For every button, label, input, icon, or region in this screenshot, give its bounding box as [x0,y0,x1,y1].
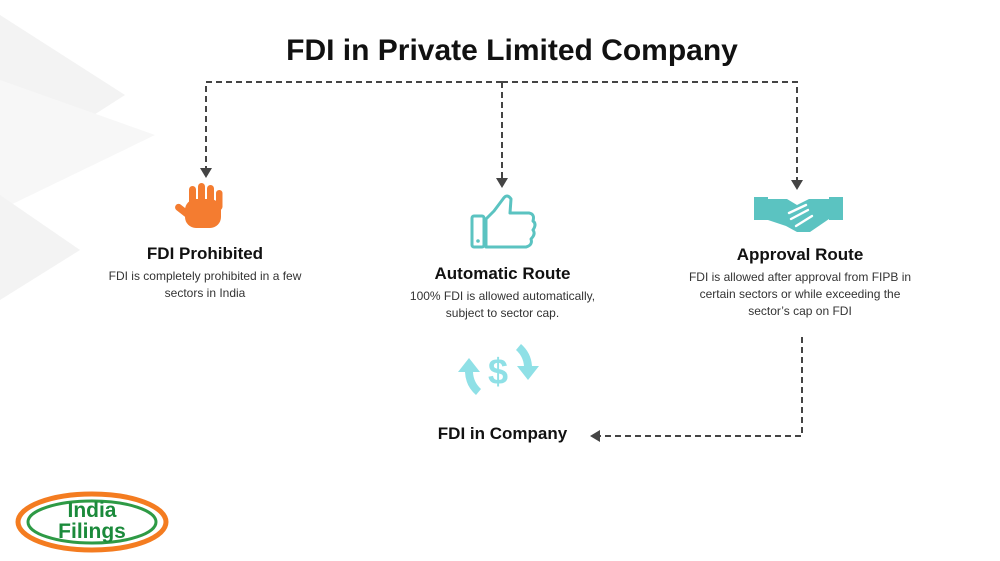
branch-heading: Approval Route [736,245,864,264]
connector-to-approval [502,81,798,180]
raised-hand-icon [175,183,223,228]
description-line: sectors in India [164,286,246,300]
thumb-cuff-dot [476,239,480,243]
svg-text:$: $ [488,351,508,392]
branch-description: FDI is allowed after approval from FIPB … [650,269,950,320]
description-line: sector’s cap on FDI [748,304,852,318]
branch-description: 100% FDI is allowed automatically, subje… [360,288,645,322]
arrowhead-prohibited [200,168,212,178]
connector-to-prohibited [205,81,502,168]
dollar-cycle-icon: $ [458,344,539,395]
arrowhead-company [590,430,600,442]
branch-approval-route: Approval Route FDI is allowed after appr… [650,245,950,320]
india-filings-logo: India Filings [14,491,170,553]
connector-approval-to-company [600,337,803,437]
logo-text-line2: Filings [58,520,126,543]
branch-description: FDI is completely prohibited in a few se… [60,268,350,302]
description-line: 100% FDI is allowed automatically, [409,289,596,303]
branch-heading: FDI Prohibited [146,244,264,263]
logo-text-line1: India [67,499,117,522]
arrowhead-automatic [496,178,508,188]
handshake-icon [754,197,843,232]
branch-automatic-route: Automatic Route 100% FDI is allowed auto… [360,264,645,322]
thumbs-up-icon [470,194,537,249]
result-label: FDI in Company [437,424,568,443]
description-line: FDI is allowed after approval from FIPB … [688,270,912,284]
description-line: subject to sector cap. [445,306,560,320]
branch-heading: Automatic Route [434,264,571,283]
background-triangles [0,15,155,300]
arrowhead-approval [791,180,803,190]
branch-fdi-prohibited: FDI Prohibited FDI is completely prohibi… [60,244,350,302]
description-line: FDI is completely prohibited in a few [108,269,302,283]
page-title: FDI in Private Limited Company [286,34,738,67]
description-line: certain sectors or while exceeding the [699,287,901,301]
logo-ring [15,491,169,553]
arrowheads [200,168,803,442]
connectors [205,81,803,437]
